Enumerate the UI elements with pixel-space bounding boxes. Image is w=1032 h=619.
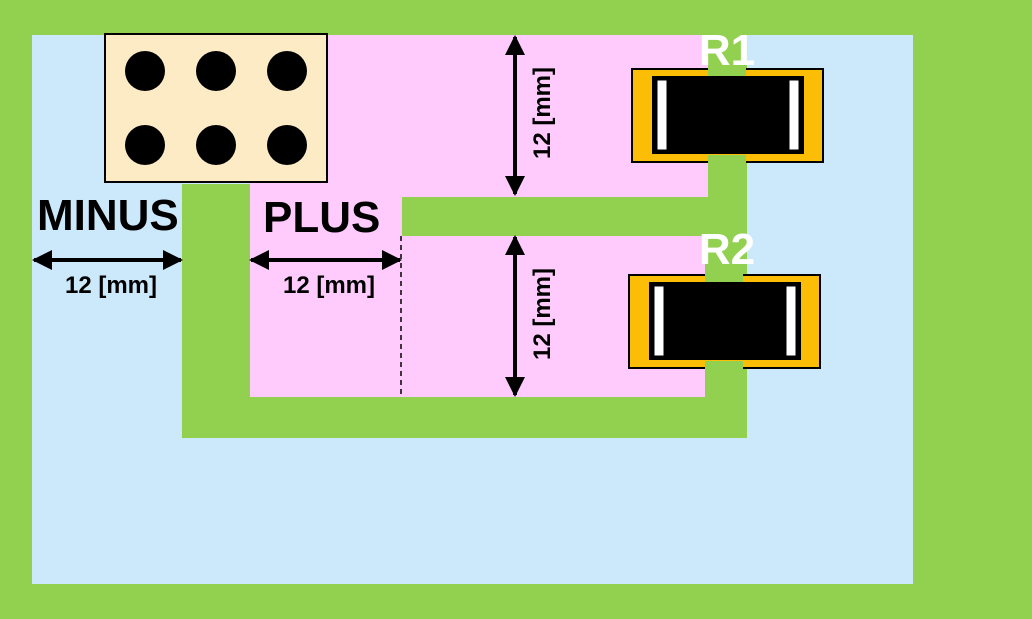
plus-label: PLUS [263, 193, 380, 242]
r1-trace [708, 155, 746, 163]
r1-trace [708, 68, 746, 76]
connector-pin [196, 125, 236, 165]
pin-header-connector [104, 33, 328, 183]
minus-label: MINUS [37, 191, 179, 240]
connector-pin [267, 51, 307, 91]
r1-terminal-right [788, 79, 800, 151]
r2-terminal-right [785, 285, 797, 357]
plus-plane [250, 35, 708, 397]
r2-trace [705, 274, 743, 282]
r2-height-label: 12 [mm] [529, 268, 556, 360]
resistor-r2 [628, 274, 821, 369]
r2-label: R2 [699, 225, 755, 274]
r1-label: R1 [699, 26, 755, 75]
connector-pin [267, 125, 307, 165]
r2-trace [705, 361, 743, 369]
r1-body [652, 76, 804, 154]
minus-width-label: 12 [mm] [65, 272, 157, 299]
resistor-r1 [631, 68, 824, 163]
connector-pin [196, 51, 236, 91]
connector-pin [125, 125, 165, 165]
plus-width-label: 12 [mm] [283, 272, 375, 299]
r2-body [649, 282, 801, 360]
isolation-gap-middle [402, 197, 747, 236]
r1-height-label: 12 [mm] [529, 67, 556, 159]
r2-terminal-left [653, 285, 665, 357]
connector-pin [125, 51, 165, 91]
r1-terminal-left [656, 79, 668, 151]
